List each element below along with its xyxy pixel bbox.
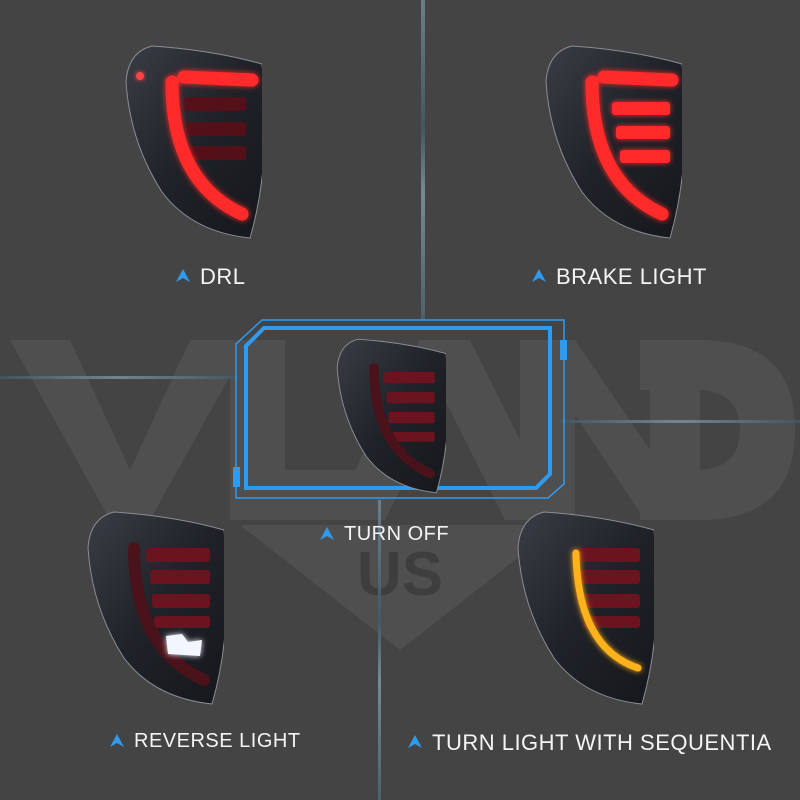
grid-line-horizontal-right — [560, 420, 800, 423]
label-text: BRAKE LIGHT — [556, 264, 707, 289]
label-turn: TURN LIGHT WITH SEQUENTIA — [408, 730, 772, 756]
label-text: TURN LIGHT WITH SEQUENTIA — [432, 730, 772, 755]
chevron-up-icon — [408, 735, 422, 748]
lamp-off — [336, 338, 446, 494]
grid-line-vertical-bottom — [378, 500, 381, 800]
label-text: DRL — [200, 264, 246, 289]
lamp-turn-sequential — [517, 511, 654, 705]
label-off: TURN OFF — [320, 523, 449, 546]
chevron-up-icon — [532, 269, 546, 282]
lamp-brake — [545, 45, 682, 239]
chevron-up-icon — [320, 526, 334, 540]
lamp-reverse — [87, 511, 224, 705]
label-text: TURN OFF — [344, 523, 450, 545]
label-reverse: REVERSE LIGHT — [110, 730, 301, 753]
label-text: REVERSE LIGHT — [134, 730, 301, 752]
svg-text:US: US — [357, 540, 443, 609]
lamp-drl — [125, 45, 262, 239]
highlight-frame — [233, 319, 567, 499]
chevron-up-icon — [176, 269, 190, 282]
label-drl: DRL — [176, 264, 246, 290]
grid-line-vertical-top — [421, 0, 425, 320]
chevron-up-icon — [110, 733, 124, 747]
grid-line-horizontal-left — [0, 376, 238, 379]
label-brake: BRAKE LIGHT — [532, 264, 707, 290]
